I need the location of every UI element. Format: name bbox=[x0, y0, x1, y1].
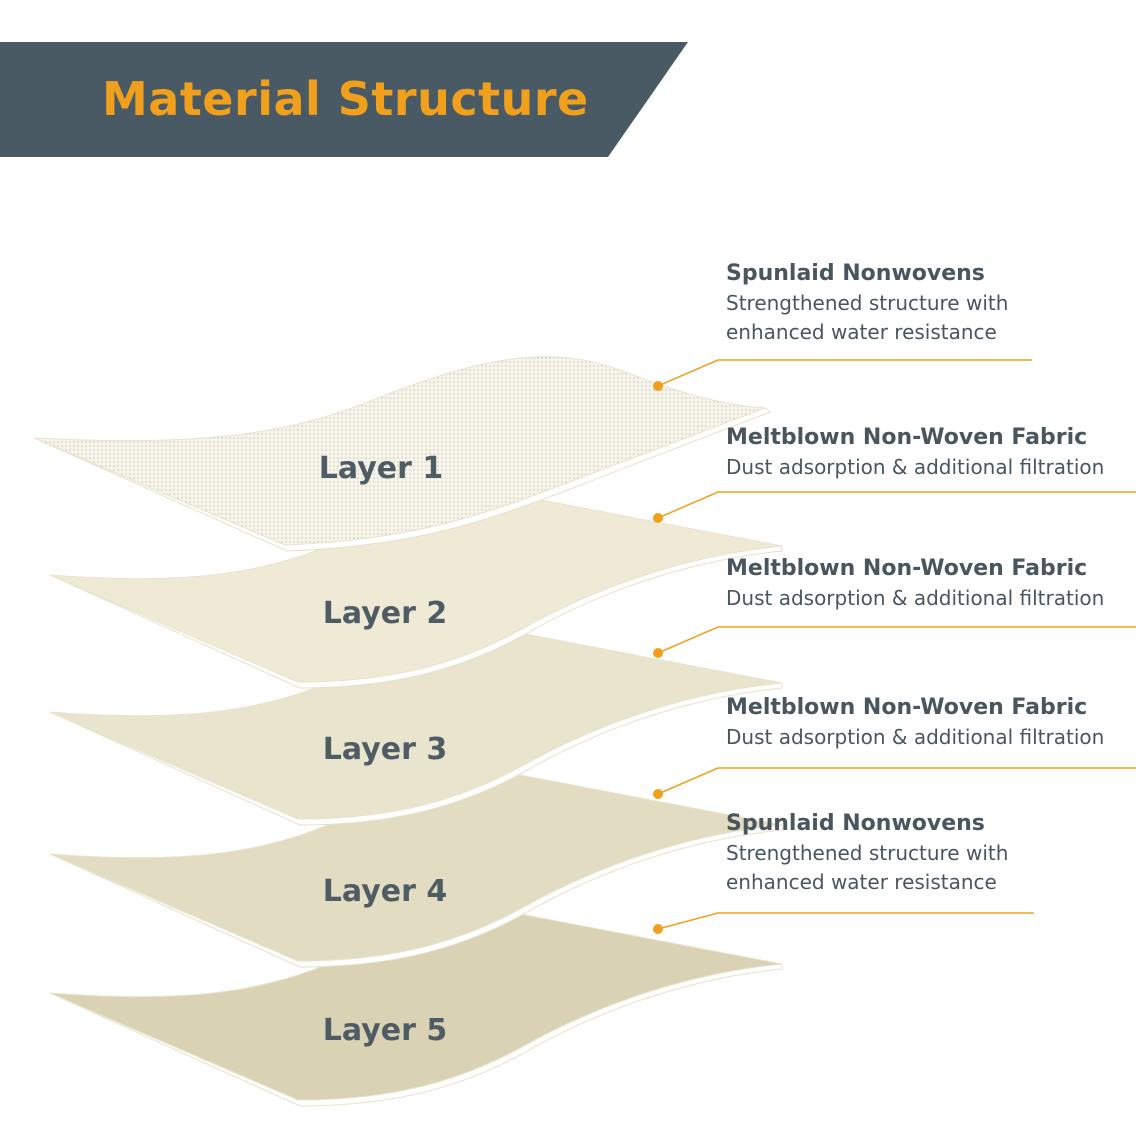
layer-description-title: Meltblown Non-Woven Fabric bbox=[726, 556, 1088, 581]
layer-sheet-3: Layer 3 bbox=[49, 632, 783, 826]
layer-label: Layer 1 bbox=[319, 451, 443, 486]
layer-description-title: Meltblown Non-Woven Fabric bbox=[726, 425, 1088, 450]
layer-description-text: Strengthened structure with bbox=[726, 291, 1009, 315]
layer-label: Layer 3 bbox=[323, 732, 447, 767]
layer-sheet-2: Layer 2 bbox=[49, 495, 783, 689]
layer-description-text: enhanced water resistance bbox=[726, 320, 997, 344]
leader-dot bbox=[653, 789, 663, 799]
layer-description-text: Dust adsorption & additional filtration bbox=[726, 586, 1105, 610]
layer-sheet-1: Layer 1 bbox=[33, 356, 771, 552]
layer-description-text: Strengthened structure with bbox=[726, 841, 1009, 865]
layer-label: Layer 5 bbox=[323, 1013, 447, 1048]
page-title: Material Structure bbox=[102, 72, 589, 126]
layer-description-title: Spunlaid Nonwovens bbox=[726, 261, 985, 286]
layer-description-text: Dust adsorption & additional filtration bbox=[726, 455, 1105, 479]
layer-description-title: Meltblown Non-Woven Fabric bbox=[726, 695, 1088, 720]
leader-dot bbox=[653, 924, 663, 934]
leader-line bbox=[657, 491, 1136, 519]
leader-line bbox=[657, 359, 1032, 387]
leader-line bbox=[657, 767, 1136, 795]
leader-dot bbox=[653, 648, 663, 658]
layer-sheet-5: Layer 5 bbox=[49, 913, 783, 1107]
leader-dot bbox=[653, 513, 663, 523]
layer-label: Layer 4 bbox=[323, 874, 447, 909]
layer-description-text: Dust adsorption & additional filtration bbox=[726, 725, 1105, 749]
leader-dot bbox=[653, 381, 663, 391]
layer-label: Layer 2 bbox=[323, 596, 447, 631]
leader-line bbox=[657, 912, 1034, 930]
layer-description-title: Spunlaid Nonwovens bbox=[726, 811, 985, 836]
layer-sheet-4: Layer 4 bbox=[49, 774, 783, 968]
leader-line bbox=[657, 626, 1136, 654]
layer-description-text: enhanced water resistance bbox=[726, 870, 997, 894]
